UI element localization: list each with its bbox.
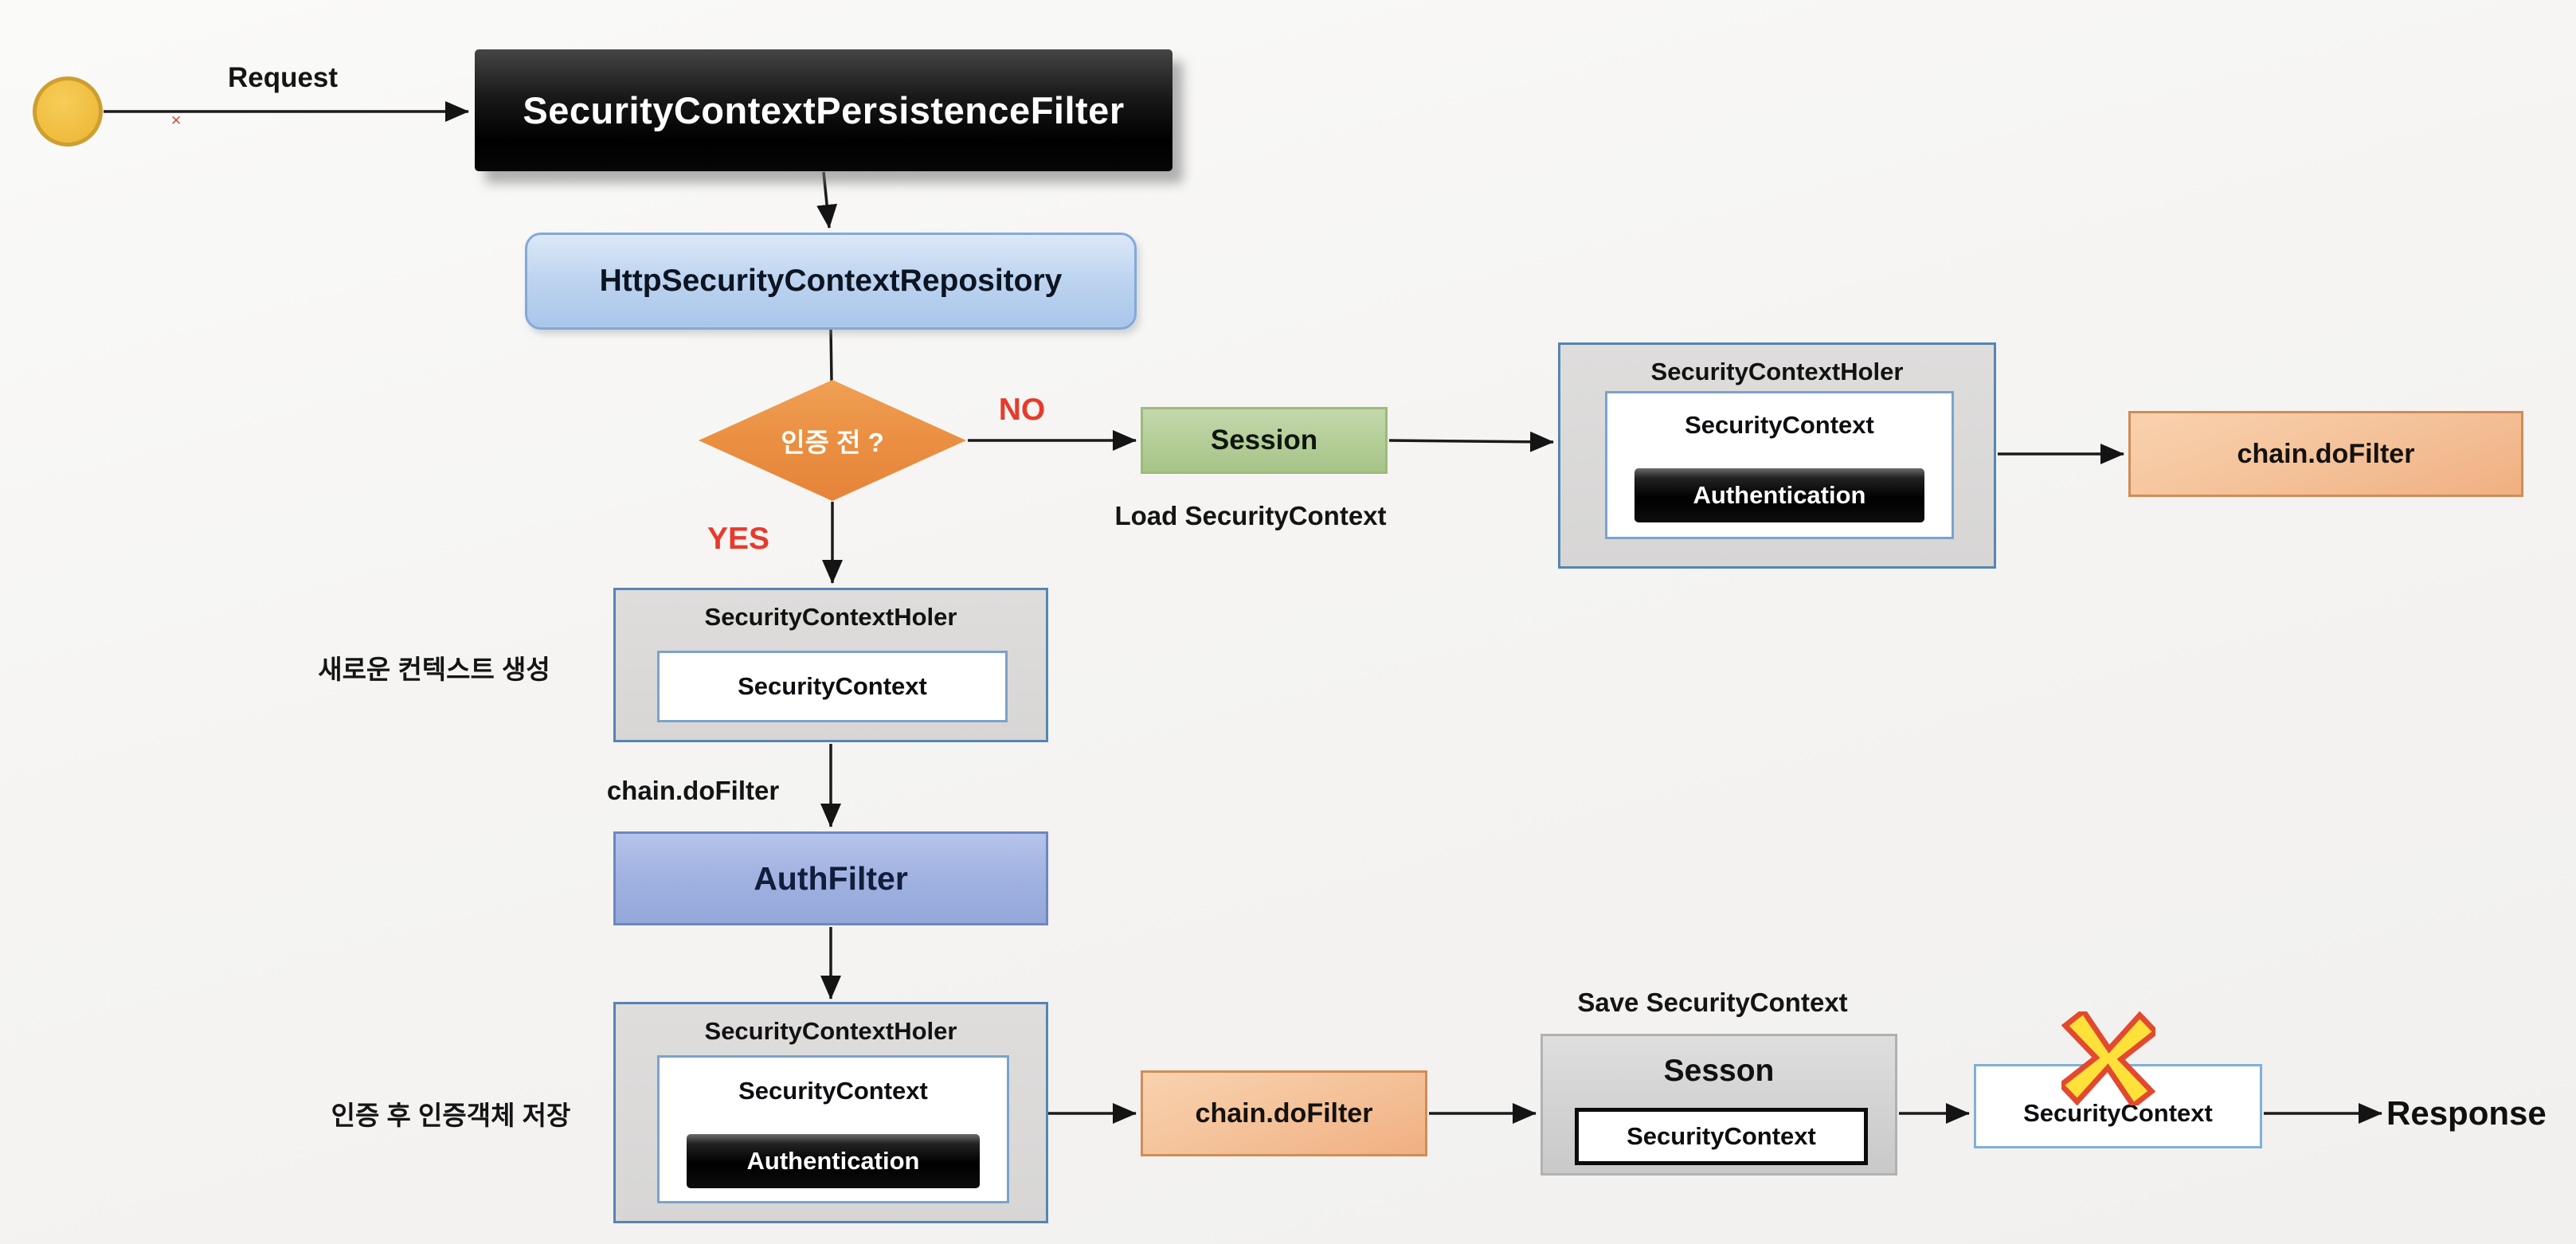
arrow-filter-to-repository — [816, 171, 838, 229]
security-context-holder-middle: SecurityContextHoler SecurityContext — [613, 588, 1048, 742]
broken-image-mark: ✕ — [170, 113, 182, 128]
new-context-note: 새로운 컨텍스트 생성 — [318, 655, 550, 684]
arrow-session-to-holder — [1388, 431, 1554, 452]
no-label: NO — [998, 393, 1046, 427]
holder-bottom-security-context-box: SecurityContext Authentication — [657, 1055, 1009, 1203]
chain-do-filter-top-box: chain.doFilter — [2128, 411, 2523, 497]
holder-bottom-title: SecurityContextHoler — [704, 1017, 957, 1045]
holder-top-title: SecurityContextHoler — [1650, 358, 1904, 385]
chain-do-filter-bottom-box: chain.doFilter — [1141, 1070, 1427, 1156]
holder-middle-title: SecurityContextHoler — [704, 603, 957, 631]
cancel-x-icon — [2061, 1011, 2155, 1105]
holder-middle-security-context-box: SecurityContext — [657, 651, 1008, 722]
yes-label: YES — [707, 522, 770, 556]
line-repository-to-decision — [829, 329, 833, 381]
chain-do-filter-label: chain.doFilter — [606, 776, 780, 805]
security-context-holder-top: SecurityContextHoler SecurityContext Aut… — [1558, 342, 1996, 569]
sesson-box: Sesson SecurityContext — [1541, 1034, 1897, 1176]
request-label: Request — [227, 62, 339, 93]
security-context-holder-bottom: SecurityContextHoler SecurityContext Aut… — [613, 1002, 1048, 1223]
save-auth-note: 인증 후 인증객체 저장 — [331, 1101, 571, 1130]
holder-middle-security-context-label: SecurityContext — [738, 672, 927, 700]
holder-top-security-context-box: SecurityContext Authentication — [1605, 391, 1954, 539]
response-label: Response — [2386, 1094, 2547, 1132]
http-security-context-repository-box: HttpSecurityContextRepository — [525, 233, 1137, 330]
holder-bottom-security-context-label: SecurityContext — [738, 1077, 928, 1105]
security-context-persistence-filter-box: SecurityContextPersistenceFilter — [475, 49, 1173, 171]
load-security-context-label: Load SecurityContext — [1114, 501, 1387, 530]
start-circle — [33, 76, 103, 147]
holder-top-authentication-box: Authentication — [1634, 468, 1924, 522]
holder-bottom-authentication-box: Authentication — [687, 1134, 980, 1188]
sesson-title: Sesson — [1663, 1054, 1775, 1088]
sesson-security-context-box: SecurityContext — [1575, 1108, 1868, 1165]
save-security-context-label: Save SecurityContext — [1577, 988, 1848, 1017]
holder-top-security-context-label: SecurityContext — [1685, 411, 1874, 439]
decision-diamond: 인증 전 ? — [699, 380, 966, 501]
auth-filter-box: AuthFilter — [613, 831, 1048, 925]
session-box: Session — [1141, 407, 1388, 474]
